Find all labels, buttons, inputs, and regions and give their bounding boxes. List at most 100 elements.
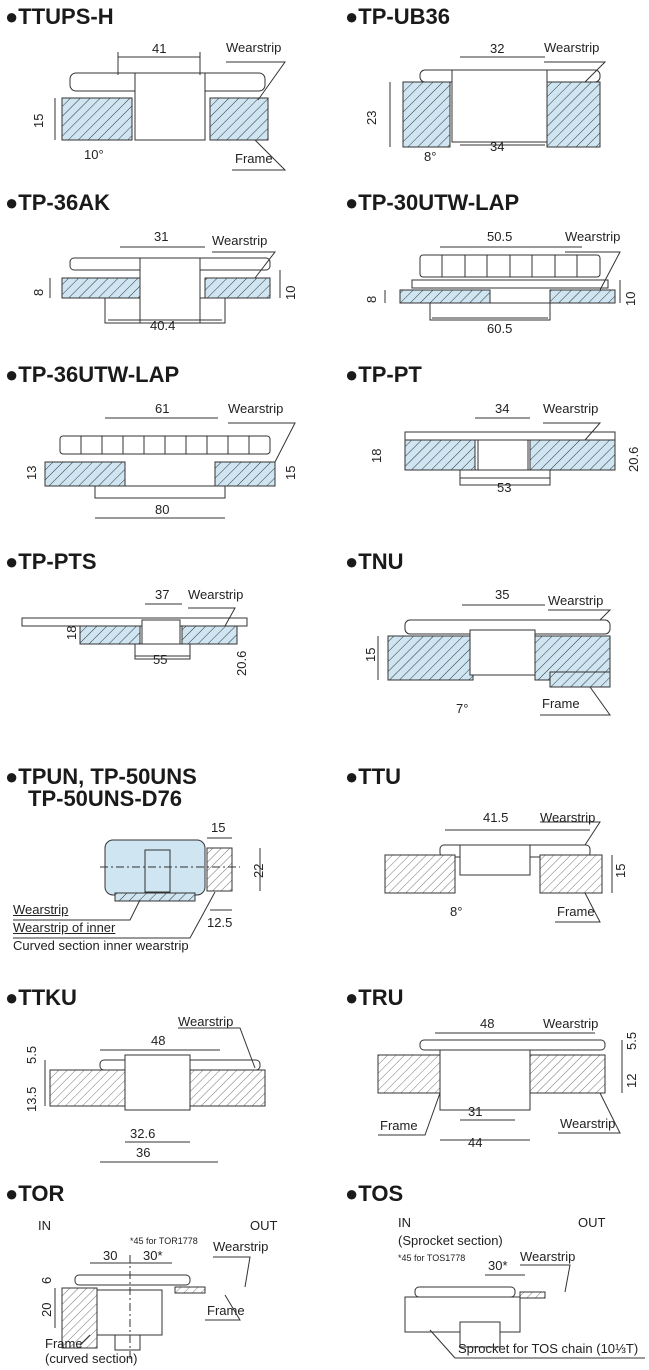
- title-tp-50uns-d76: TP-50UNS-D76: [28, 786, 183, 811]
- in-label: IN: [38, 1218, 51, 1233]
- wearstrip-label: Wearstrip: [560, 1116, 616, 1131]
- dim-label: 53: [497, 480, 512, 495]
- curved-section-label: (curved section): [45, 1351, 138, 1366]
- dim-label: 15: [211, 820, 226, 835]
- frame-label: Frame: [557, 904, 595, 919]
- dim-label: 35: [495, 587, 510, 602]
- ttups-h-drawing: [54, 52, 287, 171]
- dim-label: 20.6: [234, 650, 249, 676]
- dim-label: 30: [103, 1248, 118, 1263]
- frame-curved-label: Frame: [45, 1336, 83, 1351]
- dim-label: 13: [24, 465, 39, 480]
- tp-pt-drawing: [404, 417, 616, 486]
- tp-36ak-drawing: [49, 246, 281, 324]
- dim-label: 61: [155, 401, 170, 416]
- title-ttu: ●TTU: [345, 764, 402, 789]
- frame-label: Frame: [542, 696, 580, 711]
- tp-pts-drawing: [21, 603, 248, 660]
- ttu-drawing: [384, 821, 613, 923]
- dim-label: 31: [154, 229, 169, 244]
- tp-30utw-lap-drawing: [384, 246, 621, 321]
- dim-label: 34: [490, 139, 505, 154]
- title-ttku: ●TTKU: [5, 985, 77, 1010]
- dim-label: 55: [153, 652, 168, 667]
- dim-label: 20.6: [626, 446, 641, 472]
- wearstrip-label: Wearstrip: [543, 401, 599, 416]
- wearstrip-label: Wearstrip: [548, 593, 604, 608]
- footnote: *45 for TOS1778: [398, 1253, 466, 1263]
- dim-label: 5.5: [24, 1045, 39, 1064]
- frame-label: Frame: [235, 151, 273, 166]
- tos-drawing: [404, 1264, 645, 1359]
- dim-label: 10: [283, 285, 298, 300]
- dim-label: 5.5: [624, 1031, 639, 1050]
- dim-label: 48: [151, 1033, 166, 1048]
- tru-drawing: [377, 1032, 623, 1141]
- dim-label: 48: [480, 1016, 495, 1031]
- wearstrip-label: Wearstrip: [212, 233, 268, 248]
- dim-label: 80: [155, 502, 170, 517]
- dim-label: 44: [468, 1135, 483, 1150]
- dim-label: 41.5: [483, 810, 509, 825]
- dim-label: 41: [152, 41, 167, 56]
- wearstrip-label: Wearstrip: [228, 401, 284, 416]
- angle-label: 7°: [456, 701, 469, 716]
- wearstrip-label: Wearstrip: [543, 1016, 599, 1031]
- dim-label: 12: [624, 1073, 639, 1088]
- angle-label: 10°: [84, 147, 104, 162]
- tp-ub36-drawing: [389, 56, 607, 148]
- title-tp-ub36: ●TP-UB36: [345, 4, 450, 29]
- dim-label: 8: [31, 288, 46, 296]
- wearstrip-label: Wearstrip: [226, 40, 282, 55]
- dim-label: 15: [613, 863, 628, 878]
- wearstrip-label: Wearstrip: [178, 1014, 234, 1029]
- title-tp-pts: ●TP-PTS: [5, 549, 97, 574]
- dim-label: 31: [468, 1104, 483, 1119]
- dim-label: 15: [283, 465, 298, 480]
- title-tp-36ak: ●TP-36AK: [5, 190, 110, 215]
- title-tor: ●TOR: [5, 1181, 65, 1206]
- frame-label: Frame: [380, 1118, 418, 1133]
- angle-label: 8°: [450, 904, 463, 919]
- title-tpun: ●TPUN, TP-50UNS: [5, 764, 197, 789]
- dim-label: 36: [136, 1145, 151, 1160]
- ttku-drawing: [44, 1027, 266, 1163]
- frame-label: Frame: [207, 1303, 245, 1318]
- in-label: IN: [398, 1215, 411, 1230]
- dim-label: 30*: [143, 1248, 163, 1263]
- tor-drawing: [54, 1255, 251, 1360]
- title-tp-pt: ●TP-PT: [345, 362, 422, 387]
- sprocket-label: Sprocket for TOS chain (10⅓T): [458, 1341, 639, 1356]
- tnu-drawing: [377, 604, 612, 716]
- dim-label: 37: [155, 587, 170, 602]
- dim-label: 18: [64, 625, 79, 640]
- dim-label: 60.5: [487, 321, 513, 336]
- sprocket-section-label: (Sprocket section): [398, 1233, 503, 1248]
- dim-label: 34: [495, 401, 510, 416]
- dim-label: 32.6: [130, 1126, 156, 1141]
- wearstrip-label: Wearstrip: [520, 1249, 576, 1264]
- wearstrip-label: Wearstrip: [13, 902, 69, 917]
- wearstrip-label: Wearstrip: [540, 810, 596, 825]
- dim-label: 6: [39, 1276, 54, 1284]
- curved-section-label: Curved section inner wearstrip: [13, 938, 189, 953]
- tpun-drawing: [13, 837, 261, 939]
- dim-label: 50.5: [487, 229, 513, 244]
- out-label: OUT: [250, 1218, 278, 1233]
- wearstrip-label: Wearstrip: [188, 587, 244, 602]
- dim-label: 15: [31, 113, 46, 128]
- wearstrip-label: Wearstrip: [544, 40, 600, 55]
- dim-label: 15: [363, 647, 378, 662]
- angle-label: 8°: [424, 149, 437, 164]
- tp-36utw-lap-drawing: [44, 417, 296, 519]
- dim-label: 22: [251, 863, 266, 878]
- footnote: *45 for TOR1778: [130, 1236, 198, 1246]
- dim-label: 30*: [488, 1258, 508, 1273]
- title-tnu: ●TNU: [345, 549, 404, 574]
- dim-label: 20: [39, 1302, 54, 1317]
- dim-label: 32: [490, 41, 505, 56]
- title-ttups-h: ●TTUPS-H: [5, 4, 114, 29]
- title-tp-30utw-lap: ●TP-30UTW-LAP: [345, 190, 520, 215]
- title-tp-36utw-lap: ●TP-36UTW-LAP: [5, 362, 180, 387]
